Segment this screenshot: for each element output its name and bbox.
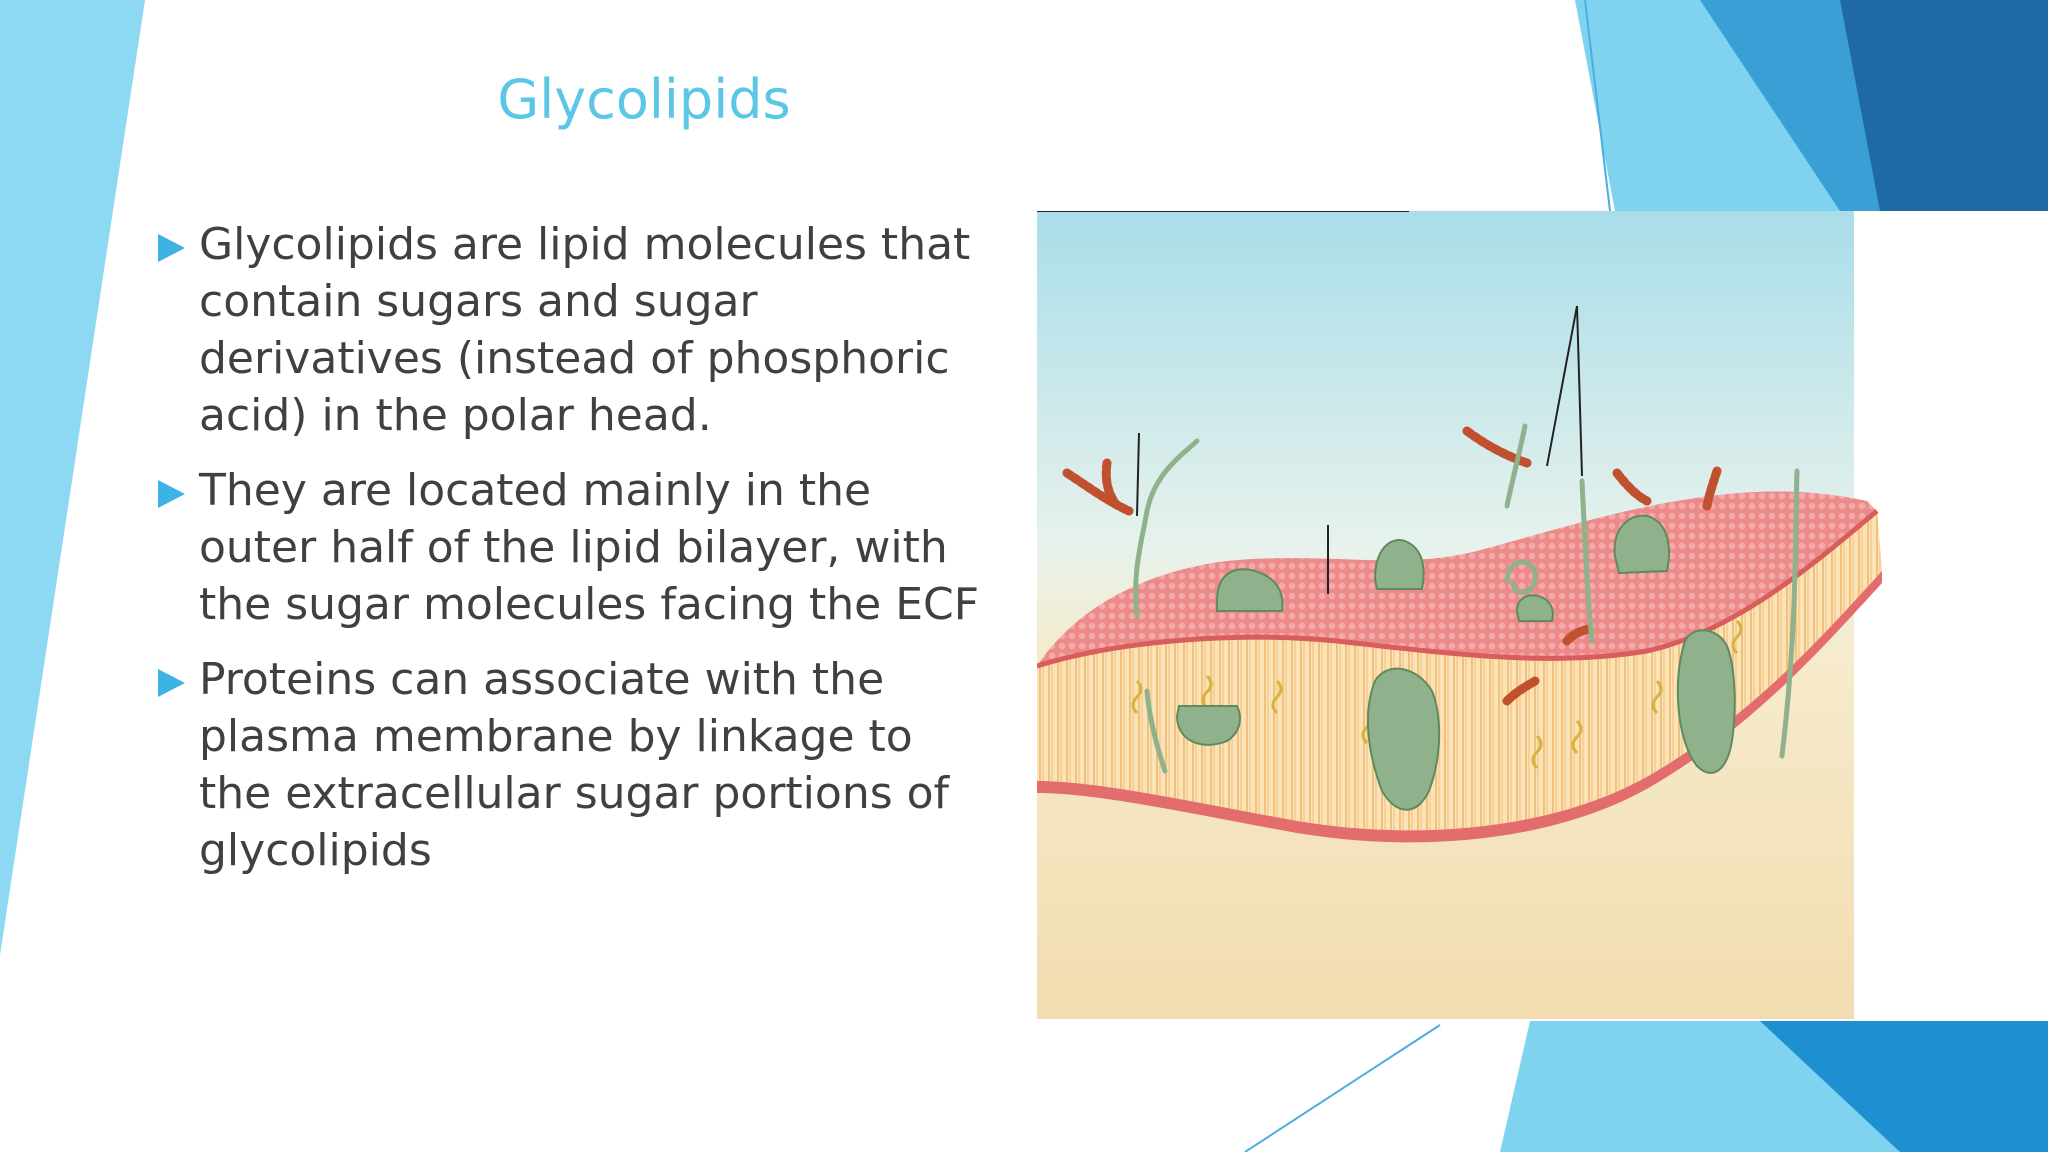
left-accent-shape xyxy=(0,0,145,955)
cholesterol-molecules xyxy=(1131,619,1743,770)
bullet-text: Glycolipids are lipid molecules that con… xyxy=(199,219,971,441)
membrane-illustration xyxy=(1037,211,1882,1019)
bullet-item: Proteins can associate with the plasma m… xyxy=(158,651,988,879)
slide-title: Glycolipids xyxy=(497,68,791,131)
bullet-text: Proteins can associate with the plasma m… xyxy=(199,654,950,876)
triangle-bullet-icon xyxy=(158,234,185,262)
glycolipid-chains xyxy=(1062,426,1722,706)
fibrous-proteins xyxy=(1133,423,1800,774)
bullet-text: They are located mainly in the outer hal… xyxy=(199,465,980,630)
globular-proteins xyxy=(1175,514,1736,811)
outer-leaflet-edge xyxy=(1037,509,1879,669)
leader-lines xyxy=(1037,211,1583,594)
bullet-list: Glycolipids are lipid molecules that con… xyxy=(158,216,988,897)
triangle-bullet-icon xyxy=(158,480,185,508)
right-accent-line xyxy=(1584,0,1611,212)
bilayer-tails xyxy=(1037,511,1882,831)
bullet-item: They are located mainly in the outer hal… xyxy=(158,462,988,633)
right-accent-dark xyxy=(1840,0,2048,211)
bottom-accent-line xyxy=(1244,1024,1441,1152)
bottom-accent-dark xyxy=(1760,1021,2048,1152)
bullet-item: Glycolipids are lipid molecules that con… xyxy=(158,216,988,444)
triangle-bullet-icon xyxy=(158,669,185,697)
membrane-diagram xyxy=(1037,211,2048,1021)
